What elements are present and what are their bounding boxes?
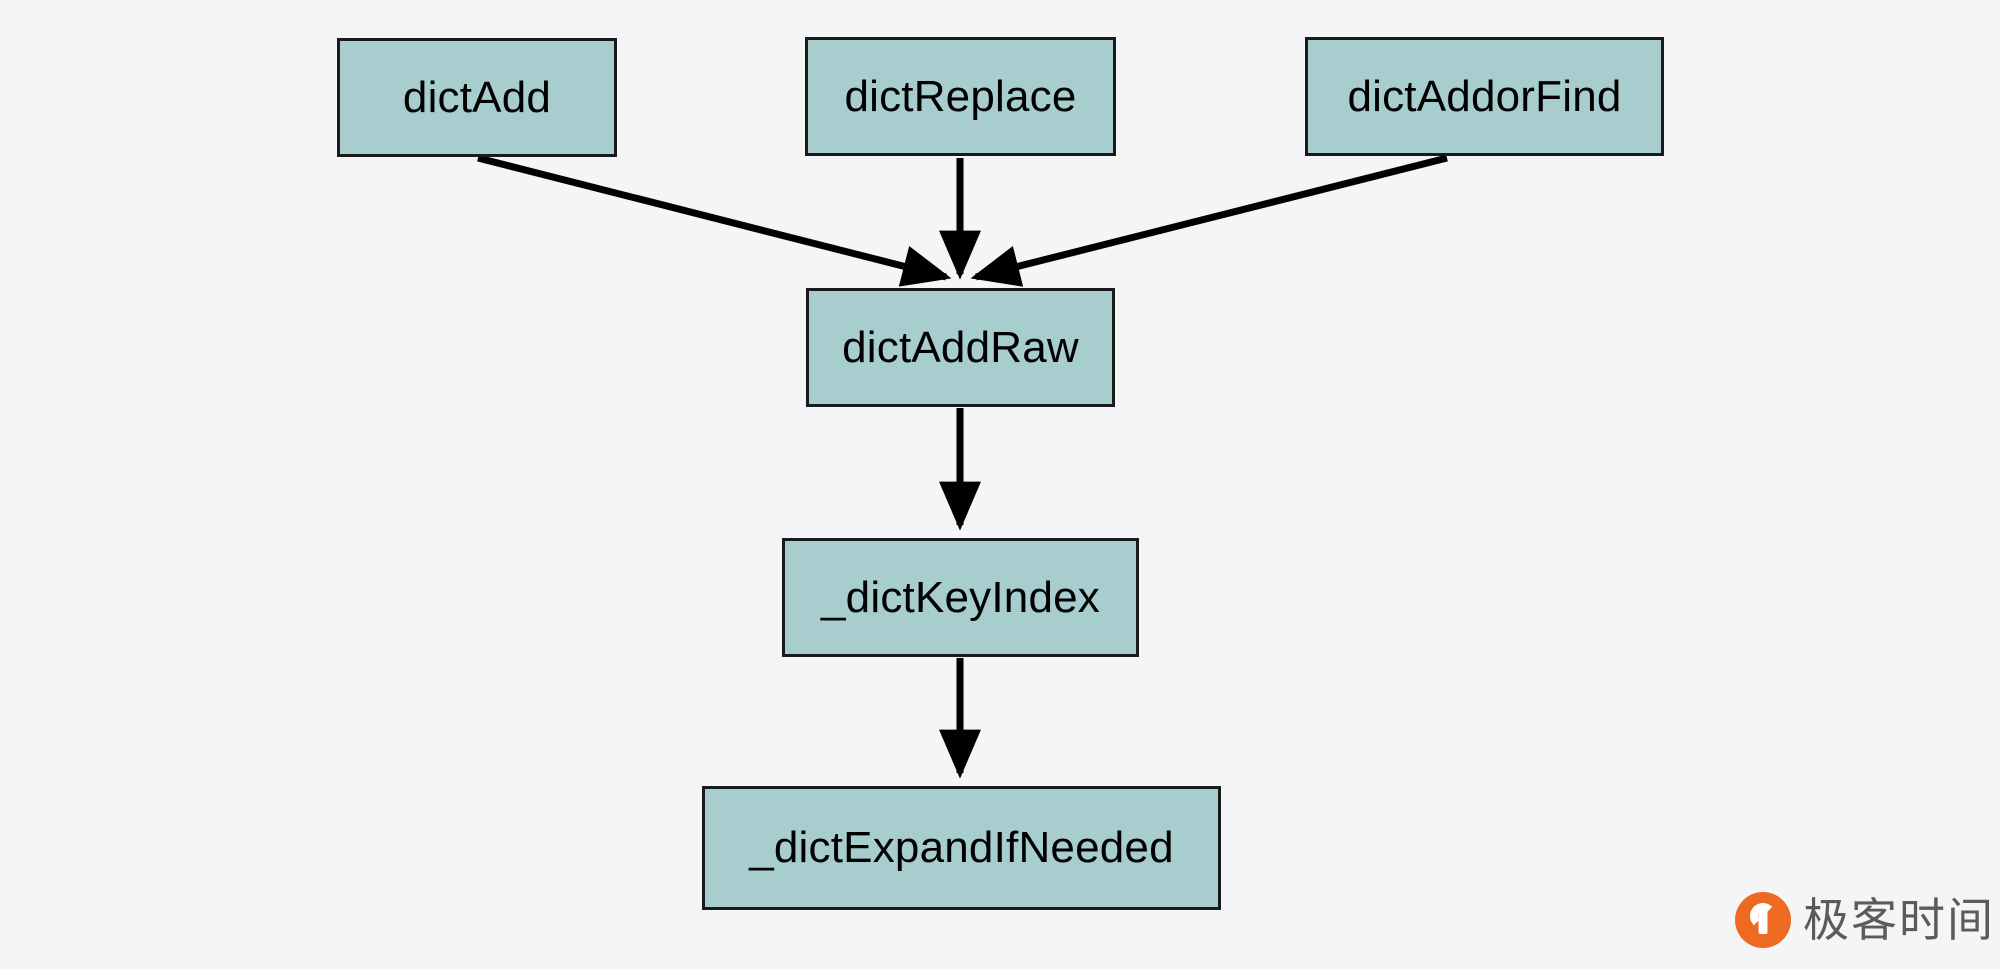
watermark-text: 极客时间 — [1803, 893, 1995, 947]
node-dictaddorfind[interactable]: dictAddorFind — [1305, 37, 1664, 156]
node-dictkeyindex-label: _dictKeyIndex — [821, 572, 1100, 622]
node-dictexpandifneeded-label: _dictExpandIfNeeded — [749, 823, 1174, 872]
node-dictaddraw-label: dictAddRaw — [842, 322, 1079, 372]
node-dictadd[interactable]: dictAdd — [337, 38, 617, 157]
geektime-logo-icon — [1735, 892, 1791, 948]
edge-dictadd-dictaddraw — [477, 154, 952, 287]
node-dictadd-label: dictAdd — [402, 72, 552, 122]
edge-dictaddorfind-dictaddraw — [970, 154, 1448, 287]
node-dictexpandifneeded[interactable]: _dictExpandIfNeeded — [702, 786, 1221, 910]
node-dictkeyindex[interactable]: _dictKeyIndex — [782, 538, 1139, 657]
node-dictreplace-label: dictReplace — [844, 71, 1077, 121]
node-dictreplace[interactable]: dictReplace — [805, 37, 1116, 156]
watermark: 极客时间 — [1735, 892, 1995, 948]
node-dictaddraw[interactable]: dictAddRaw — [806, 288, 1115, 407]
node-dictaddorfind-label: dictAddorFind — [1347, 71, 1622, 121]
